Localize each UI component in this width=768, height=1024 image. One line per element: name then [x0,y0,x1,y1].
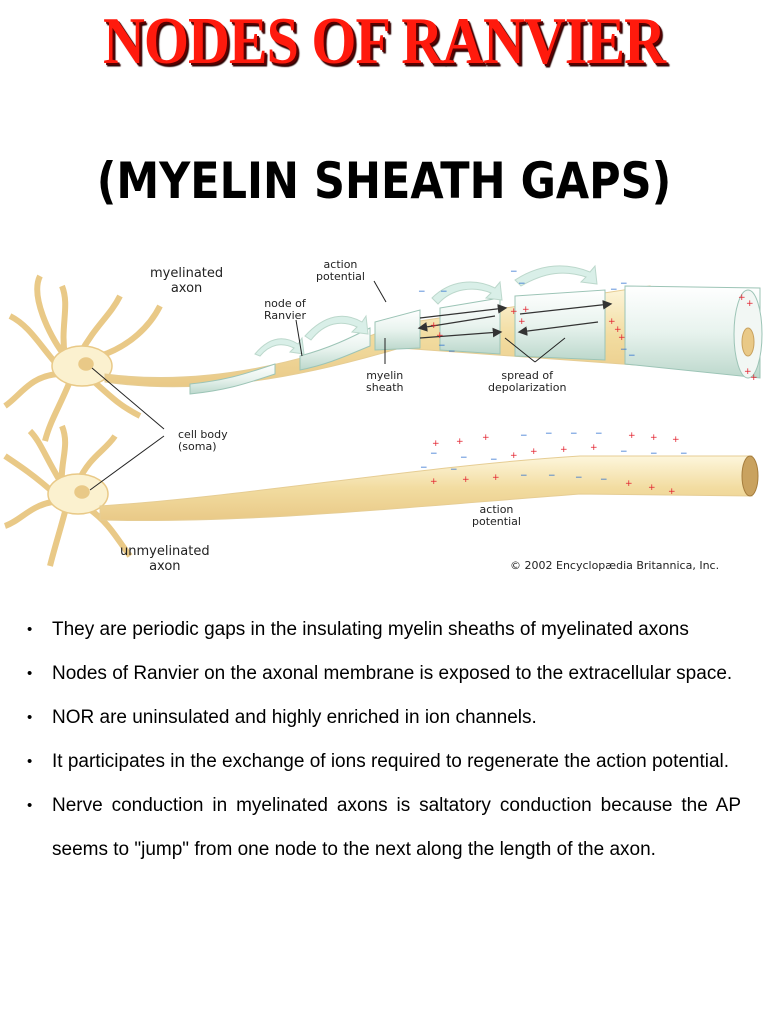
svg-text:+: + [608,317,616,327]
bullet-text: They are periodic gaps in the insulating… [52,619,689,640]
bullet-icon: • [27,665,33,682]
list-item: • Nodes of Ranvier on the axonal membrane… [0,652,768,696]
unmyelinated-axon-shape [99,455,753,522]
svg-text:−: − [575,473,583,483]
label-cell-body: cell body (soma) [178,428,228,453]
svg-text:+: + [668,487,676,497]
depolarization-arrows [417,300,613,339]
svg-text:+: + [672,435,680,445]
list-item: • NOR are uninsulated and highly enriched… [0,696,768,740]
page-subtitle: (MYELIN SHEATH GAPS) [96,152,672,210]
bullet-text: Nerve conduction in myelinated axons is … [52,795,741,860]
label-action-potential-top: action potential [316,258,365,283]
svg-text:−: − [620,279,628,289]
svg-text:−: − [548,471,556,481]
myelin-segments [189,285,761,395]
svg-text:+: + [518,317,526,327]
svg-text:+: + [628,431,636,441]
svg-text:−: − [448,347,456,357]
svg-text:−: − [620,345,628,355]
svg-text:−: − [520,431,528,441]
bullet-icon: • [27,709,33,726]
bullet-icon: • [27,621,33,638]
bullet-icon: • [27,753,33,770]
svg-text:−: − [440,287,448,297]
svg-text:−: − [595,429,603,439]
svg-text:+: + [492,473,500,483]
svg-text:+: + [625,479,633,489]
svg-text:−: − [545,429,553,439]
svg-text:−: − [680,449,688,459]
label-myelinated-axon: myelinated axon [150,266,224,296]
svg-text:+: + [590,443,598,453]
bullet-text: Nodes of Ranvier on the axonal membrane … [52,663,733,684]
charges-bottom: ++ + −− −− ++ + −− −+ ++ +− −− −− ++ +− … [420,429,688,497]
svg-text:+: + [510,451,518,461]
svg-text:+: + [560,445,568,455]
svg-text:−: − [518,279,526,289]
svg-text:−: − [420,463,428,473]
label-unmyelinated-axon: unmyelinated axon [120,544,210,574]
svg-text:+: + [746,299,754,309]
list-item: • Nerve conduction in myelinated axons is… [0,784,768,872]
svg-text:−: − [650,449,658,459]
bullet-text: It participates in the exchange of ions … [52,751,730,772]
svg-text:+: + [614,325,622,335]
svg-text:−: − [600,475,608,485]
neuron-diagram: −− −− ++ ++ + ++ + −− −− −− ++ ++ ++ + −… [0,256,768,578]
svg-text:+: + [510,307,518,317]
svg-text:+: + [750,373,758,383]
list-item: • It participates in the exchange of ions… [0,740,768,784]
svg-text:+: + [648,483,656,493]
svg-text:+: + [462,475,470,485]
svg-text:+: + [522,305,530,315]
label-action-potential-bottom: action potential [472,503,521,528]
svg-text:+: + [432,439,440,449]
svg-text:−: − [520,471,528,481]
svg-text:+: + [430,477,438,487]
svg-text:−: − [438,341,446,351]
copyright-notice: © 2002 Encyclopædia Britannica, Inc. [510,559,720,572]
svg-text:−: − [620,447,628,457]
svg-text:−: − [570,429,578,439]
unmyelinated-axon-end [741,455,759,497]
leader-lines [89,280,566,491]
svg-text:+: + [430,321,438,331]
svg-text:−: − [490,455,498,465]
charges-top: −− −− ++ ++ + ++ + −− −− −− ++ ++ [418,267,758,383]
bullet-icon: • [27,797,33,814]
label-myelin-sheath: myelin sheath [366,369,404,394]
page-title: NODES OF RANVIER [103,3,666,78]
axon-core-end [741,327,755,357]
svg-text:+: + [530,447,538,457]
svg-text:+: + [482,433,490,443]
svg-text:+: + [650,433,658,443]
svg-text:+: + [618,333,626,343]
lower-neuron [3,424,133,567]
svg-text:+: + [744,367,752,377]
neuron-illustration: −− −− ++ ++ + ++ + −− −− −− ++ ++ ++ + −… [3,264,763,567]
svg-text:−: − [418,287,426,297]
svg-text:−: − [430,449,438,459]
svg-text:−: − [460,453,468,463]
svg-text:+: + [738,293,746,303]
bullet-text: NOR are uninsulated and highly enriched … [52,707,537,728]
list-item: • They are periodic gaps in the insulatin… [0,608,768,652]
svg-text:−: − [510,267,518,277]
saltatory-arrows [254,264,598,357]
label-node-of-ranvier: node of Ranvier [264,297,306,322]
svg-text:−: − [610,285,618,295]
svg-text:−: − [628,351,636,361]
svg-text:+: + [436,331,444,341]
bullet-list: • They are periodic gaps in the insulatin… [0,608,768,872]
svg-text:+: + [456,437,464,447]
upper-neuron [3,274,163,442]
label-spread-of-depolarization: spread of depolarization [488,369,567,394]
svg-text:−: − [450,465,458,475]
